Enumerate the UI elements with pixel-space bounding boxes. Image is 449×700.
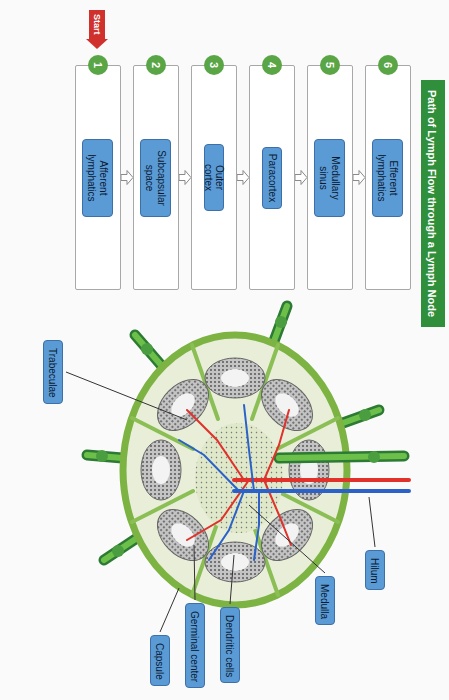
answer-label: Efferent lymphatics — [372, 139, 403, 217]
leader-lines — [66, 372, 375, 632]
start-arrowhead — [86, 39, 108, 49]
artery-branch — [187, 410, 291, 545]
label-text: Efferent lymphatics — [376, 146, 399, 210]
leader-line — [194, 545, 195, 600]
label-text: Medulla — [319, 584, 331, 617]
step-box: 2Subcapsular space — [133, 65, 179, 290]
step-number: 4 — [262, 55, 282, 75]
flow-arrow — [295, 171, 307, 185]
label-text: Germinal center — [189, 611, 201, 680]
step-number: 6 — [378, 55, 398, 75]
leader-line — [369, 497, 375, 547]
label-text: Medullary sinus — [318, 146, 341, 210]
valve — [275, 316, 287, 328]
vein — [234, 489, 409, 493]
leader-line — [66, 372, 187, 420]
vessel-lumen — [279, 456, 404, 458]
part-label: Hilum — [365, 550, 385, 590]
title: Path of Lymph Flow through a Lymph Node — [426, 90, 438, 317]
germinal-center-shape — [221, 553, 249, 571]
step-number: 1 — [88, 55, 108, 75]
efferent-vessel — [279, 451, 404, 463]
follicle — [148, 500, 219, 571]
valve — [141, 343, 153, 355]
trabeculae-lines — [132, 345, 338, 595]
flow-arrow — [179, 171, 191, 185]
label-text: Hilum — [369, 558, 381, 582]
label-text: Subcapsular space — [144, 146, 167, 210]
vein-branch — [179, 405, 259, 560]
answer-label: Outer cortex — [204, 144, 224, 211]
part-label: Dendritic cells — [220, 607, 240, 683]
follicle — [252, 370, 323, 441]
label-text: Capsule — [154, 643, 166, 678]
flow-arrow — [353, 171, 365, 185]
follicle — [141, 440, 181, 500]
answer-label: Subcapsular space — [140, 139, 171, 217]
start-label: Start — [89, 10, 105, 39]
step-box: 4Paracortex — [249, 65, 295, 290]
valve — [359, 409, 371, 421]
label-text: Afferent lymphatics — [86, 146, 109, 210]
step-number: 3 — [204, 55, 224, 75]
label-text: Dendritic cells — [224, 615, 236, 675]
vessel-wall — [279, 456, 404, 458]
label-text: Paracortex — [266, 154, 278, 202]
follicles — [141, 358, 329, 582]
follicle — [205, 358, 265, 398]
artery — [234, 478, 409, 482]
step-number: 2 — [146, 55, 166, 75]
leader-line — [160, 588, 179, 632]
capsule-outline — [123, 335, 347, 605]
flow-arrow — [121, 171, 133, 185]
label-text: Outer cortex — [203, 151, 226, 204]
step-number: 5 — [320, 55, 340, 75]
step-box: 1Afferent lymphatics — [75, 65, 121, 290]
valve — [368, 451, 380, 463]
part-label: Germinal center — [185, 603, 205, 688]
part-label: Trabeculae — [43, 340, 63, 404]
blood-vessels — [179, 405, 409, 560]
valve — [112, 545, 124, 557]
answer-label: Paracortex — [262, 147, 282, 209]
part-label: Medulla — [315, 576, 335, 625]
answer-label: Medullary sinus — [314, 139, 345, 217]
part-label: Capsule — [150, 635, 170, 686]
start-marker: Start — [86, 10, 108, 49]
step-box: 3Outer cortex — [191, 65, 237, 290]
title-bar: Path of Lymph Flow through a Lymph Node — [421, 80, 445, 327]
answer-label: Afferent lymphatics — [82, 139, 113, 217]
leader-line — [230, 555, 234, 604]
valve — [96, 450, 108, 462]
leader-line — [249, 505, 325, 573]
step-box: 5Medullary sinus — [307, 65, 353, 290]
flow-arrow — [237, 171, 249, 185]
label-text: Trabeculae — [47, 348, 59, 396]
germinal-center-shape — [221, 369, 249, 387]
step-box: 6Efferent lymphatics — [365, 65, 411, 290]
germinal-center-shape — [152, 456, 170, 484]
